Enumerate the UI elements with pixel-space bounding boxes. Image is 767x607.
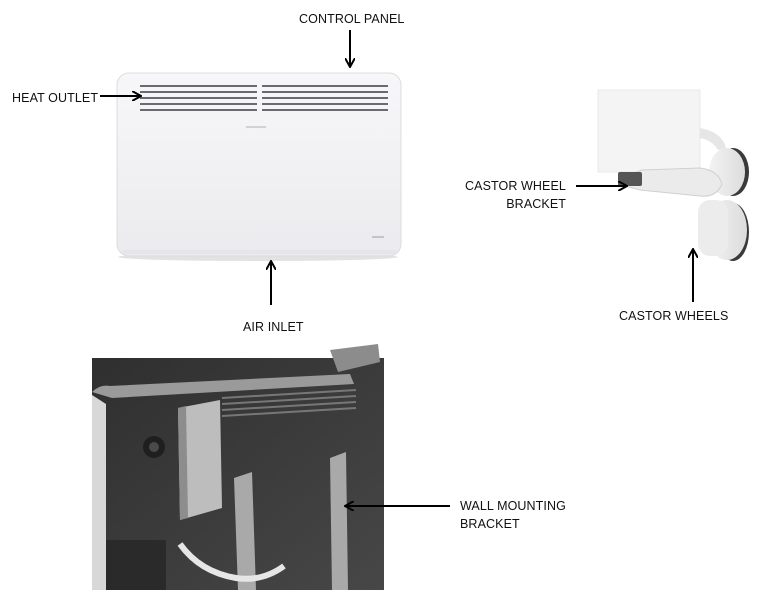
castor-wheel-bracket-label-line1: CASTOR WHEEL [465,179,566,193]
heat-outlet-grille [140,85,388,111]
arrows [100,30,693,506]
wall-mounting-bracket-label-line2: BRACKET [460,517,520,531]
heater-rear-image [92,344,384,590]
wall-mounting-bracket-label-line1: WALL MOUNTING [460,499,566,513]
heat-outlet-label: HEAT OUTLET [12,91,99,105]
wall-mounting-bracket-label: WALL MOUNTING BRACKET [460,497,566,533]
air-inlet-label: AIR INLET [243,320,304,334]
heater-front-image [116,72,402,261]
castor-wheels-label: CASTOR WHEELS [619,309,729,323]
castor-wheel-bracket-label: CASTOR WHEEL BRACKET [458,177,566,213]
castor-wheel-image [597,89,749,261]
control-panel-label: CONTROL PANEL [299,12,405,26]
castor-wheel-bracket-label-line2: BRACKET [506,197,566,211]
